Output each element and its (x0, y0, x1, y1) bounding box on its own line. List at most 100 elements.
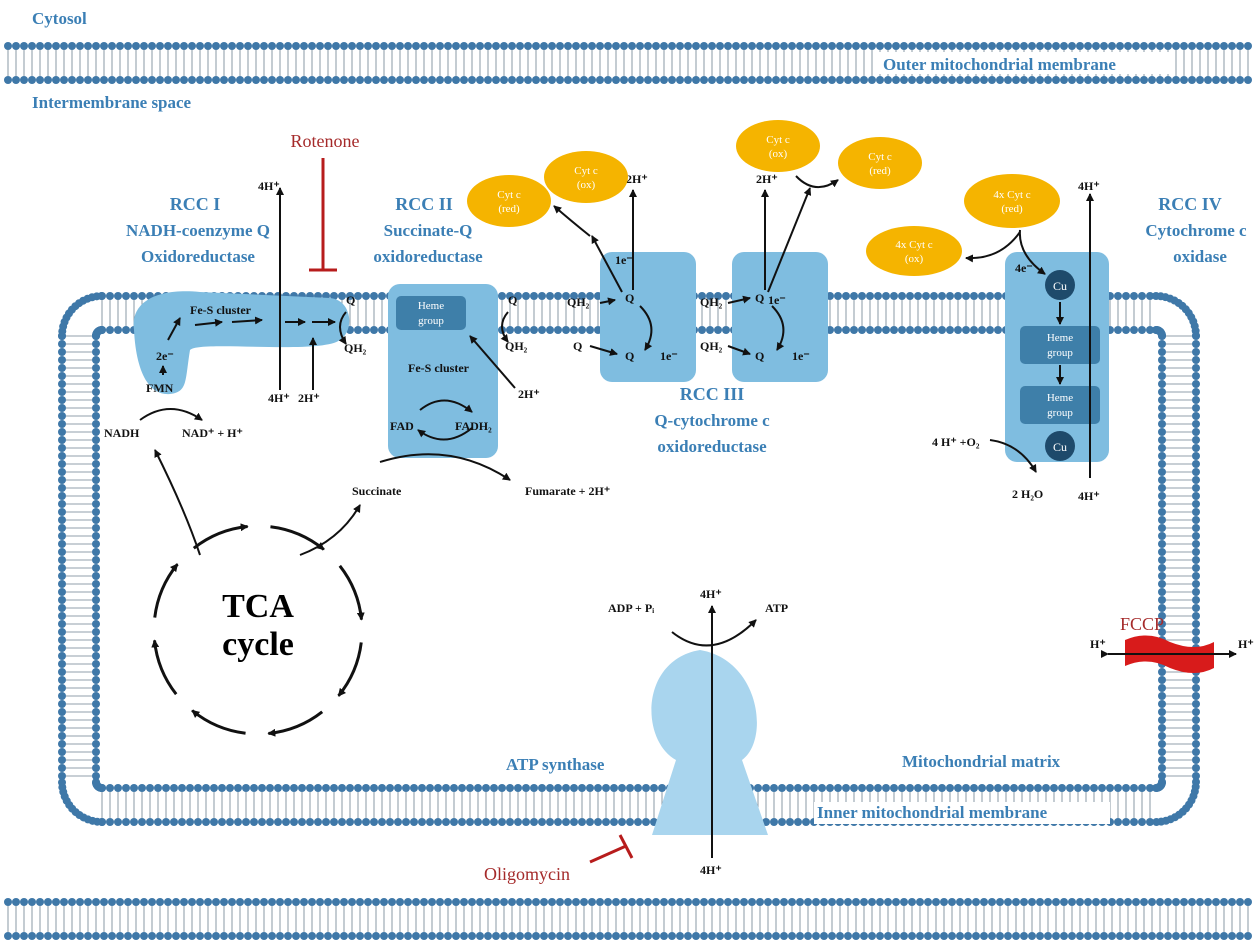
cytc-reduction-arrow-1 (554, 206, 590, 236)
inner-lipid-head (1192, 516, 1200, 524)
outer-top-lipid-head (572, 42, 580, 50)
inner-lipid-head (1114, 326, 1122, 334)
outer-top-lipid-head (1244, 42, 1252, 50)
inner-lipid-head (1158, 380, 1166, 388)
outer-bottom-lipid-head (516, 932, 524, 940)
rcc1-fes: Fe-S cluster (190, 303, 252, 317)
outer-top-lipid-head (332, 76, 340, 84)
inner-lipid-head (1158, 420, 1166, 428)
inner-lipid-head (306, 784, 314, 792)
outer-bottom-lipid-head (1100, 932, 1108, 940)
inner-lipid-head (58, 340, 66, 348)
outer-top-lipid-head (1044, 42, 1052, 50)
outer-bottom-lipid-head (1108, 898, 1116, 906)
intermembrane-space-label: Intermembrane space (32, 93, 192, 112)
outer-bottom-lipid-head (484, 898, 492, 906)
outer-bottom-lipid-head (740, 932, 748, 940)
rcc3-qh2-a: QH₂ (567, 295, 590, 309)
outer-bottom-lipid-head (476, 898, 484, 906)
outer-bottom-lipid-head (500, 932, 508, 940)
inner-lipid-head (58, 476, 66, 484)
outer-top-lipid-head (444, 76, 452, 84)
inner-lipid-head (978, 784, 986, 792)
outer-bottom-lipid-head (492, 898, 500, 906)
outer-top-lipid-head (372, 42, 380, 50)
inner-lipid-head (1158, 468, 1166, 476)
inner-lipid-head (378, 292, 386, 300)
inner-lipid-head (482, 818, 490, 826)
inner-lipid-head (1158, 668, 1166, 676)
inner-lipid-head (506, 784, 514, 792)
rcc1-proton-bottom2: 2H⁺ (298, 391, 320, 405)
fccp-uncoupler: FCCP H⁺ H⁺ (1090, 614, 1254, 673)
outer-bottom-lipid-head (172, 932, 180, 940)
outer-bottom-lipid-head (964, 932, 972, 940)
inner-lipid-head (290, 784, 298, 792)
outer-bottom-lipid-head (204, 932, 212, 940)
outer-top-lipid-head (20, 76, 28, 84)
outer-bottom-lipid-head (316, 932, 324, 940)
inner-lipid-head (570, 818, 578, 826)
inner-lipid-head (92, 572, 100, 580)
rcc2-proton: 2H⁺ (518, 387, 540, 401)
inner-lipid-head (58, 628, 66, 636)
outer-top-lipid-head (692, 76, 700, 84)
outer-top-lipid-head (772, 42, 780, 50)
inner-lipid-head (354, 784, 362, 792)
cytc-ox-2-state: (ox) (769, 148, 788, 160)
inner-lipid-head (58, 404, 66, 412)
outer-bottom-lipid-head (676, 898, 684, 906)
inner-lipid-head (58, 548, 66, 556)
outer-top-lipid-head (708, 42, 716, 50)
inner-lipid-head (946, 326, 954, 334)
outer-bottom-lipid-head (748, 932, 756, 940)
inner-lipid-head (130, 784, 138, 792)
outer-bottom-lipid-head (252, 898, 260, 906)
outer-top-lipid-head (708, 76, 716, 84)
outer-bottom-lipid-head (180, 898, 188, 906)
outer-bottom-lipid-head (1244, 932, 1252, 940)
inner-lipid-head (58, 756, 66, 764)
outer-bottom-lipid-head (884, 898, 892, 906)
rcc4-proton-bottom: 4H⁺ (1078, 489, 1100, 503)
outer-bottom-lipid-head (988, 932, 996, 940)
outer-bottom-lipid-head (940, 898, 948, 906)
outer-top-lipid-head (164, 76, 172, 84)
inner-lipid-head (210, 818, 218, 826)
outer-bottom-lipid-head (1124, 932, 1132, 940)
inner-lipid-head (330, 784, 338, 792)
inner-lipid-head (946, 784, 954, 792)
inner-lipid-head (258, 818, 266, 826)
cytosol-label: Cytosol (32, 9, 87, 28)
inner-lipid-head (986, 784, 994, 792)
outer-top-lipid-head (620, 76, 628, 84)
outer-top-lipid-head (676, 76, 684, 84)
outer-top-lipid-head (1244, 76, 1252, 84)
inner-lipid-head (394, 818, 402, 826)
outer-bottom-lipid-head (268, 932, 276, 940)
outer-top-lipid-head (900, 42, 908, 50)
oligomycin-label: Oligomycin (484, 864, 570, 884)
outer-top-lipid-head (380, 76, 388, 84)
inner-lipid-head (1152, 818, 1160, 826)
outer-bottom-lipid-head (132, 932, 140, 940)
rcc4-heme-1-line2: group (1047, 347, 1073, 359)
outer-top-lipid-head (780, 76, 788, 84)
outer-bottom-lipid-head (244, 898, 252, 906)
outer-top-lipid-head (1028, 76, 1036, 84)
inner-lipid-head (610, 818, 618, 826)
outer-top-lipid-head (660, 76, 668, 84)
inner-lipid-head (92, 388, 100, 396)
inner-lipid-head (58, 748, 66, 756)
atp-atp: ATP (765, 601, 788, 615)
outer-top-lipid-head (1068, 76, 1076, 84)
rcc2-heme-1: Heme (418, 300, 444, 312)
inner-lipid-head (538, 818, 546, 826)
outer-bottom-lipid-head (644, 898, 652, 906)
inner-lipid-head (58, 556, 66, 564)
inner-lipid-head (338, 784, 346, 792)
inner-lipid-head (1158, 740, 1166, 748)
inner-lipid-head (794, 784, 802, 792)
inner-lipid-head (234, 818, 242, 826)
